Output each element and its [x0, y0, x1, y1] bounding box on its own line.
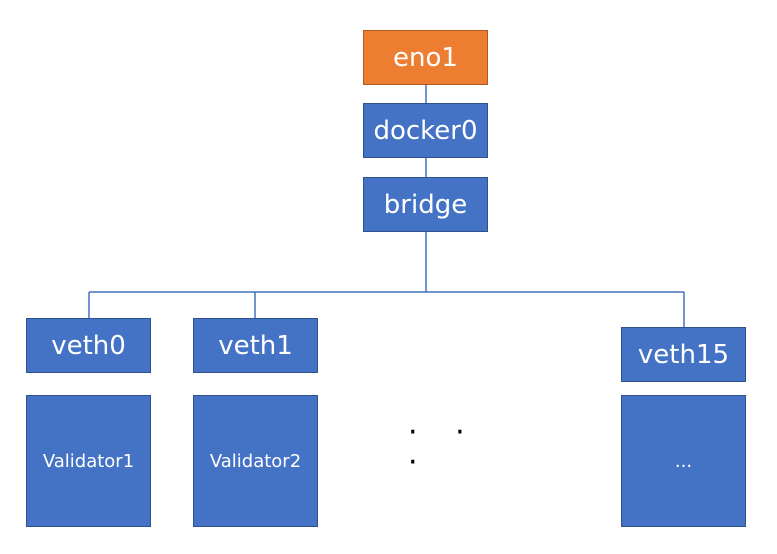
node-veth15: veth15 [621, 327, 746, 382]
node-validator2-label: Validator2 [209, 450, 302, 472]
node-eno1-label: eno1 [393, 42, 458, 73]
node-bridge-label: bridge [383, 189, 468, 220]
node-bridge: bridge [363, 177, 488, 232]
node-validator-last-label: ... [674, 450, 693, 472]
node-docker0-label: docker0 [373, 115, 478, 146]
node-veth0-label: veth0 [51, 330, 126, 361]
node-veth15-label: veth15 [637, 339, 730, 370]
node-validator2: Validator2 [193, 395, 318, 527]
node-veth0: veth0 [26, 318, 151, 373]
node-docker0: docker0 [363, 103, 488, 158]
node-veth1-label: veth1 [218, 330, 293, 361]
node-eno1: eno1 [363, 30, 488, 85]
node-validator1-label: Validator1 [42, 450, 135, 472]
node-validator-last: ... [621, 395, 746, 527]
node-validator1: Validator1 [26, 395, 151, 527]
ellipsis-text: · · · [408, 415, 479, 480]
node-veth1: veth1 [193, 318, 318, 373]
